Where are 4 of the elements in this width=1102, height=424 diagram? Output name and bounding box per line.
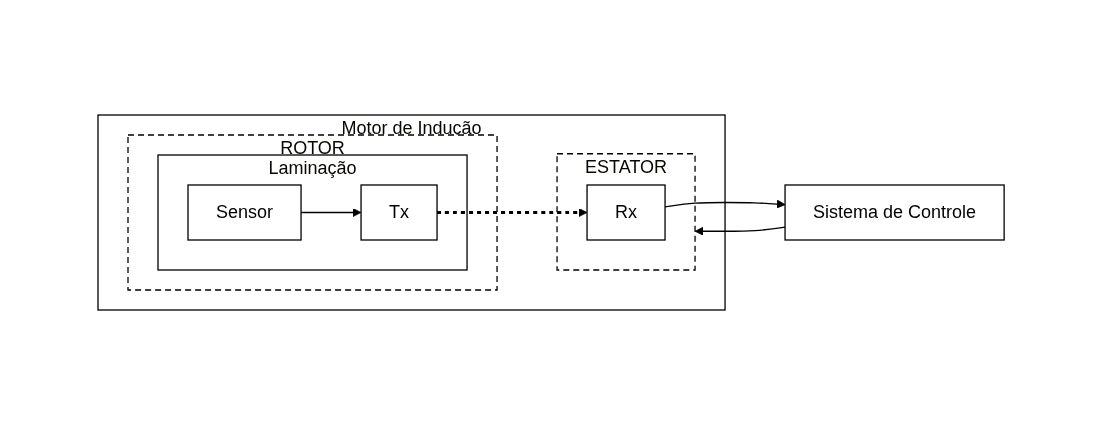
node-box: Sensor	[187, 183, 302, 241]
node-box: Sistema de Controle	[784, 183, 1005, 241]
node-box: Tx	[360, 183, 438, 241]
node-box: Rx	[586, 183, 666, 241]
